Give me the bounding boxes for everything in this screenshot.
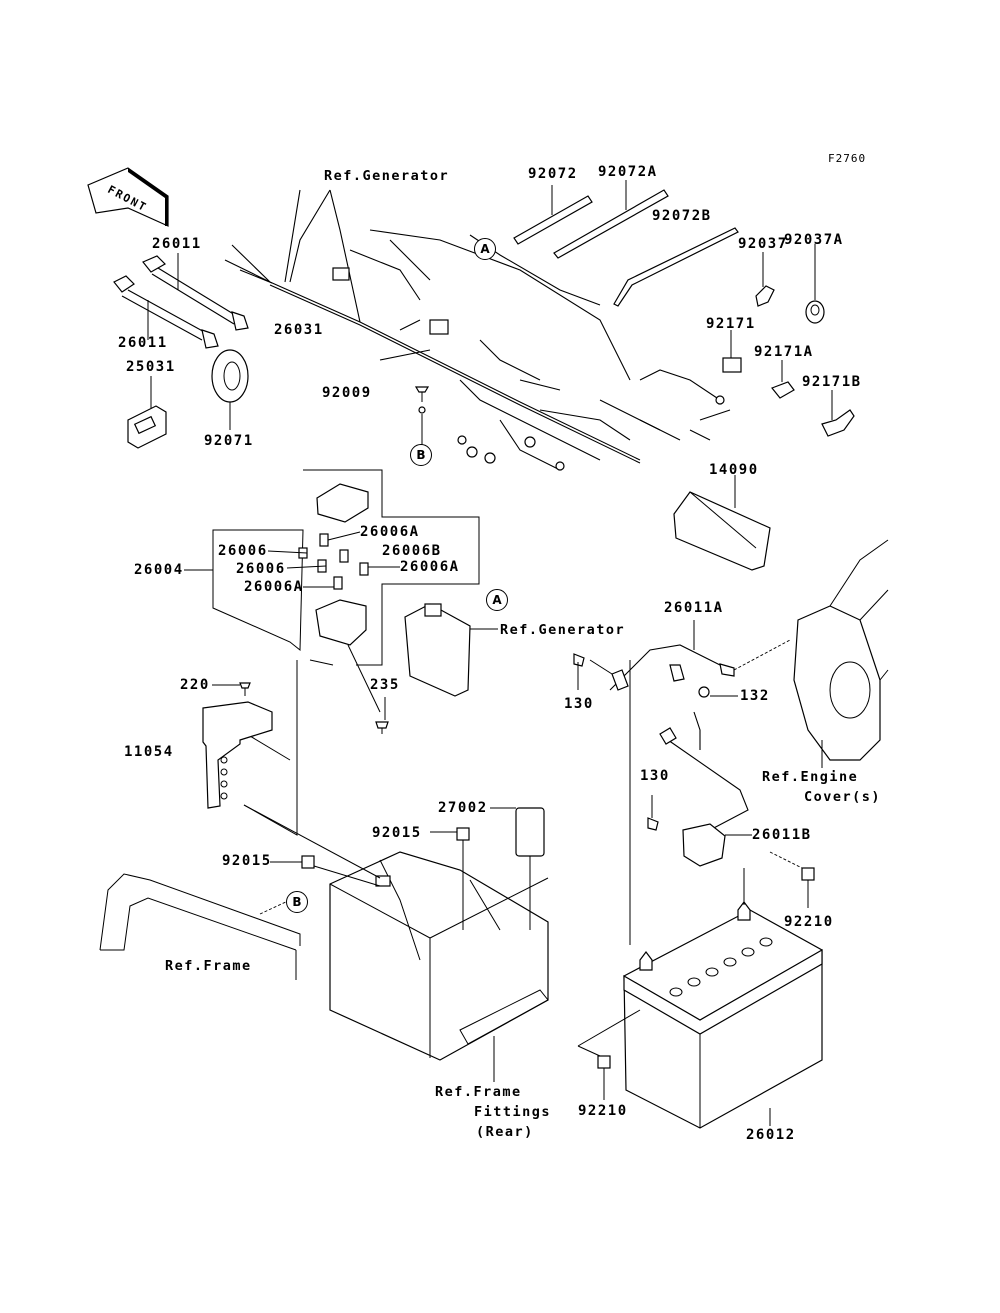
fuse-box-cover xyxy=(316,483,369,523)
part-label-26031: 26031 xyxy=(274,322,324,338)
cable-26011B xyxy=(659,711,749,867)
part-label-26011B: 26011B xyxy=(752,827,812,843)
fuse-27002 xyxy=(515,807,545,857)
band-92072A xyxy=(553,189,669,259)
clamp-92037A xyxy=(805,300,825,324)
bolt-130-top xyxy=(573,653,585,667)
fuses xyxy=(298,533,369,590)
part-label-11054: 11054 xyxy=(124,744,174,760)
callout-b-top: B xyxy=(410,444,432,466)
part-label-92072A: 92072A xyxy=(598,164,658,180)
part-label-26006-1: 26006 xyxy=(218,543,268,559)
part-label-92037: 92037 xyxy=(738,236,788,252)
part-label-220: 220 xyxy=(180,677,210,693)
part-label-92071: 92071 xyxy=(204,433,254,449)
battery-cable-26011-upper xyxy=(142,255,249,331)
clamp-92037 xyxy=(755,285,775,307)
part-label-26011A: 26011A xyxy=(664,600,724,616)
part-label-ref-frame-fittings-2: Fittings xyxy=(474,1104,552,1120)
clamp-92171 xyxy=(722,357,742,373)
part-label-92015-2: 92015 xyxy=(222,853,272,869)
clamp-92009 xyxy=(414,386,430,414)
part-label-92037A: 92037A xyxy=(784,232,844,248)
callout-a-mid: A xyxy=(486,589,508,611)
part-label-26006A-3: 26006A xyxy=(244,579,304,595)
part-label-ref-frame-fittings-1: Ref.Frame xyxy=(435,1084,522,1100)
clamp-92171A xyxy=(771,381,795,399)
part-label-92015-1: 92015 xyxy=(372,825,422,841)
part-label-ref-generator-mid: Ref.Generator xyxy=(500,622,626,638)
part-label-ref-engine-cover-2: Cover(s) xyxy=(804,789,882,805)
battery-case xyxy=(329,851,549,1061)
front-arrow-icon xyxy=(87,167,169,227)
part-label-235: 235 xyxy=(370,677,400,693)
frame-ref xyxy=(99,873,301,980)
part-label-26006-2: 26006 xyxy=(236,561,286,577)
part-label-92210-right: 92210 xyxy=(784,914,834,930)
part-label-92009: 92009 xyxy=(322,385,372,401)
cover-14090 xyxy=(673,491,771,571)
part-label-25031: 25031 xyxy=(126,359,176,375)
part-label-26012: 26012 xyxy=(746,1127,796,1143)
part-label-ref-frame-fittings-3: (Rear) xyxy=(476,1124,534,1140)
fuse-box-body xyxy=(315,599,367,646)
part-label-92171A: 92171A xyxy=(754,344,814,360)
nut-132 xyxy=(698,686,710,698)
regulator-ref xyxy=(404,603,498,697)
clamp-92171B xyxy=(821,409,855,437)
grommet-92071 xyxy=(211,349,249,403)
part-label-26011-bottom: 26011 xyxy=(118,335,168,351)
engine-cover-ref xyxy=(793,539,889,761)
part-label-130-top: 130 xyxy=(564,696,594,712)
battery-26012 xyxy=(623,901,823,1129)
band-92072 xyxy=(513,195,593,245)
callout-b-frame: B xyxy=(286,891,308,913)
part-label-ref-frame: Ref.Frame xyxy=(165,958,252,974)
bracket-11054 xyxy=(202,701,273,809)
battery-cable-26011-lower xyxy=(113,275,219,349)
part-label-92072B: 92072B xyxy=(652,208,712,224)
part-label-26006A-1: 26006A xyxy=(360,524,420,540)
cable-26011A xyxy=(609,644,735,691)
nut-92015-1 xyxy=(456,827,470,841)
screw-235 xyxy=(375,721,389,734)
part-label-92210-bottom: 92210 xyxy=(578,1103,628,1119)
part-label-130-bottom: 130 xyxy=(640,768,670,784)
part-label-26004: 26004 xyxy=(134,562,184,578)
relay-25031 xyxy=(127,405,167,449)
part-label-ref-engine-cover-1: Ref.Engine xyxy=(762,769,859,785)
bolt-130-bottom xyxy=(647,817,659,831)
part-label-14090: 14090 xyxy=(709,462,759,478)
callout-a-top: A xyxy=(474,238,496,260)
part-label-132: 132 xyxy=(740,688,770,704)
nut-92015-2 xyxy=(301,855,315,869)
nut-92210-right xyxy=(801,867,815,881)
part-label-26006A-2: 26006A xyxy=(400,559,460,575)
part-label-27002: 27002 xyxy=(438,800,488,816)
band-92072B xyxy=(613,227,739,307)
part-label-26006B: 26006B xyxy=(382,543,442,559)
figure-id: F2760 xyxy=(828,152,867,165)
part-label-92171B: 92171B xyxy=(802,374,862,390)
part-label-92171: 92171 xyxy=(706,316,756,332)
part-label-26011-top: 26011 xyxy=(152,236,202,252)
nut-92210-bottom xyxy=(597,1055,611,1069)
part-label-92072: 92072 xyxy=(528,166,578,182)
screw-220 xyxy=(239,682,251,696)
part-label-ref-generator-top: Ref.Generator xyxy=(324,168,450,184)
